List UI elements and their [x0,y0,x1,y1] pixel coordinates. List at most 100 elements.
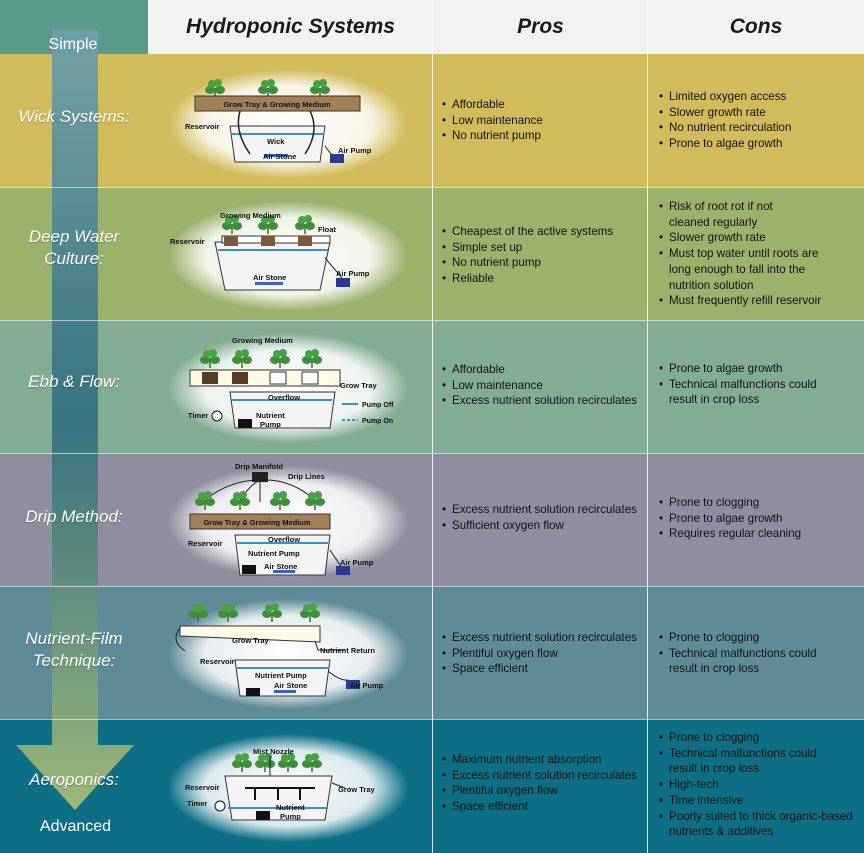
bullet-item: Poorly suited to thick organic-based [659,809,861,825]
svg-text:Grow Tray: Grow Tray [232,636,270,645]
svg-text:Air Stone: Air Stone [263,152,296,161]
system-name-drip: Drip Method: [25,507,123,526]
cons-wick: Limited oxygen accessSlower growth rateN… [659,89,859,152]
bullet-item: result in crop loss [669,393,760,407]
svg-text:Reservoir: Reservoir [188,539,223,548]
bullet-item: Time intensive [659,793,861,809]
scale-advanced-label: Advanced [39,818,112,835]
svg-text:Timer: Timer [188,411,208,420]
complexity-arrow [16,30,134,810]
diagram-aeroponics: Mist Nozzle Reservoir Grow Tray Timer Nu… [168,734,408,842]
pros-dwc: Cheapest of the active systemsSimple set… [442,224,642,287]
svg-text:Air Stone: Air Stone [253,273,286,282]
svg-text:Reservoir: Reservoir [185,783,220,792]
bullet-item: Limited oxygen access [659,89,859,105]
svg-text:Reservoir: Reservoir [200,657,235,666]
bullet-item: result in crop loss [669,762,760,776]
bullet-item: Prone to clogging [659,495,859,511]
pros-wick: AffordableLow maintenanceNo nutrient pum… [442,97,642,144]
bullet-item: Simple set up [442,240,642,256]
pros-ebb-flow: AffordableLow maintenanceExcess nutrient… [442,362,652,409]
bullet-item: Cheapest of the active systems [442,224,642,240]
bullet-item: Sufficient oxygen flow [442,518,652,534]
pros-aeroponics: Maximum nutrient absorptionExcess nutrie… [442,752,652,815]
pros-drip: Excess nutrient solution recirculatesSuf… [442,502,652,533]
bullet-item: Requires regular cleaning [659,526,859,542]
bullet-item: Technical malfunctions could [659,646,859,662]
svg-text:Nutrient Pump: Nutrient Pump [255,671,307,680]
svg-text:Growing Medium: Growing Medium [232,336,293,345]
scale-simple-label: Simple [48,36,98,53]
svg-text:Drip Manifold: Drip Manifold [235,462,283,471]
bullet-item: Space efficient [442,799,652,815]
bullet-item: cleaned regularly [669,215,758,229]
bullet-item: Affordable [442,362,652,378]
svg-text:Grow Tray & Growing Medium: Grow Tray & Growing Medium [223,100,330,109]
svg-text:Nutrient Return: Nutrient Return [320,646,375,655]
svg-text:Nutrient: Nutrient [276,803,305,812]
svg-text:Air Stone: Air Stone [264,562,297,571]
bullet-item: Plentiful oxygen flow [442,646,652,662]
cons-nft: Prone to clogging Technical malfunctions… [659,630,859,677]
svg-text:Air Pump: Air Pump [338,146,372,155]
svg-text:Float: Float [318,225,336,234]
bullet-item: High-tech [659,777,861,793]
bullet-item: Excess nutrient solution recirculates [442,768,652,784]
bullet-item: Affordable [442,97,642,113]
bullet-item: long enough to fall into the [669,262,806,276]
bullet-item: Technical malfunctions could [659,746,861,762]
bullet-item: nutrients & additives [669,825,774,839]
svg-text:Overflow: Overflow [268,535,300,544]
svg-text:Overflow: Overflow [268,393,300,402]
column-divider [647,0,648,853]
svg-text:Pump Off: Pump Off [362,402,394,409]
bullet-item: nutrition solution [669,278,754,292]
header-pros: Pros [517,15,564,38]
system-name-wick: Wick Systems: [18,107,130,126]
svg-text:Pump: Pump [260,420,281,429]
svg-text:Nutrient: Nutrient [256,411,285,420]
header-hydroponic-systems: Hydroponic Systems [186,15,395,38]
cons-dwc: Risk of root rot if not cleaned regularl… [659,199,859,309]
bullet-item: No nutrient pump [442,255,642,271]
bullet-item: Maximum nutrient absorption [442,752,652,768]
diagram-wick: Grow Tray & Growing Medium Reservoir Wic… [168,69,408,179]
svg-text:Air Pump: Air Pump [350,681,384,690]
bullet-item: Must frequently refill reservoir [659,293,859,309]
bullet-item: Low maintenance [442,378,652,394]
bullet-item: Space efficient [442,661,652,677]
pros-nft: Excess nutrient solution recirculatesPle… [442,630,652,677]
bullet-item: result in crop loss [669,662,760,676]
svg-text:Timer: Timer [187,799,207,808]
cons-aeroponics: Prone to clogging Technical malfunctions… [659,730,861,840]
bullet-item: Risk of root rot if not [659,199,859,215]
bullet-item: Slower growth rate [659,105,859,121]
cons-ebb-flow: Prone to algae growth Technical malfunct… [659,361,859,408]
bullet-item: Must top water until roots are [659,246,859,262]
svg-text:Reservoir: Reservoir [185,122,220,131]
bullet-item: Slower growth rate [659,230,859,246]
bullet-item: Excess nutrient solution recirculates [442,502,652,518]
svg-text:Pump: Pump [280,812,301,821]
diagram-ebb-flow: Growing Medium Grow Tray Overflow Timer … [168,333,408,443]
svg-text:Wick: Wick [267,137,285,146]
system-name-ebb-flow: Ebb & Flow: [28,372,120,391]
bullet-item: Low maintenance [442,113,642,129]
column-divider [432,0,433,853]
svg-text:Grow Tray: Grow Tray [340,381,378,390]
svg-text:Reservoir: Reservoir [170,237,205,246]
diagram-nft: Grow Tray Nutrient Return Reservoir Nutr… [168,599,408,709]
svg-text:Nutrient Pump: Nutrient Pump [248,549,300,558]
system-name-aeroponics: Aeroponics: [29,770,119,789]
svg-text:Growing Medium: Growing Medium [220,211,281,220]
bullet-item: No nutrient pump [442,128,642,144]
bullet-item: Prone to algae growth [659,511,859,527]
cons-drip: Prone to cloggingProne to algae growthRe… [659,495,859,542]
bullet-item: Prone to clogging [659,630,859,646]
bullet-item: Prone to algae growth [659,136,859,152]
bullet-item: No nutrient recirculation [659,120,859,136]
bullet-item: Excess nutrient solution recirculates [442,393,652,409]
bullet-item: Reliable [442,271,642,287]
